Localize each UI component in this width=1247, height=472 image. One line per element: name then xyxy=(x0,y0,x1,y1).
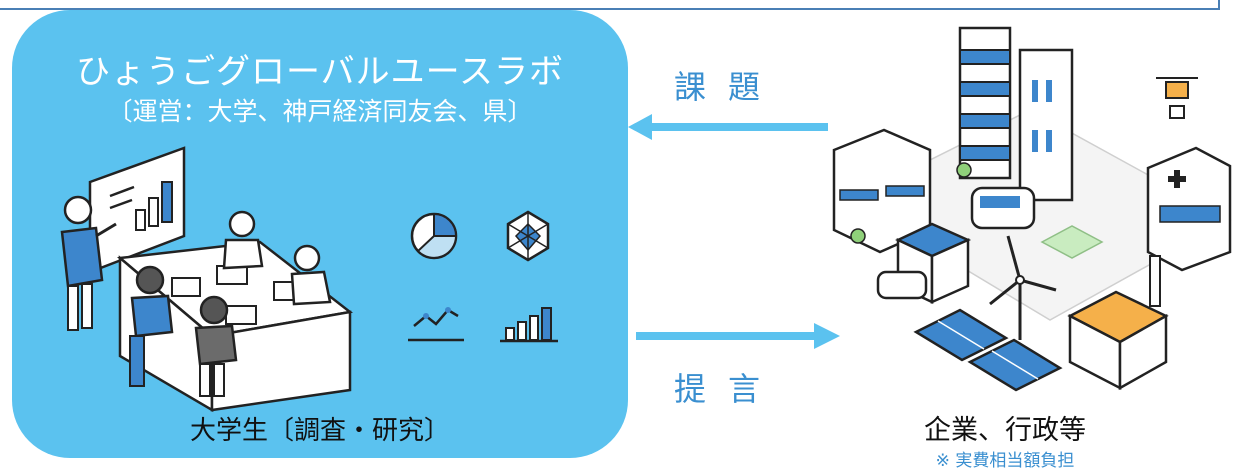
student-figure-icon xyxy=(129,265,174,387)
line-chart-icon xyxy=(408,307,464,342)
wind-turbine-icon xyxy=(989,235,1057,340)
presenter-figure-icon xyxy=(60,195,117,331)
drone-icon xyxy=(1156,77,1198,119)
office-tower-icon xyxy=(958,26,1012,180)
proposal-arrow-right xyxy=(636,323,840,349)
city-organizations-illustration xyxy=(832,26,1232,392)
factory-icon xyxy=(1067,255,1169,391)
issues-arrow-left xyxy=(628,114,828,140)
hospital-icon xyxy=(1146,146,1232,272)
office-building-icon xyxy=(832,128,932,254)
pie-chart-icon xyxy=(410,212,458,260)
student-figure-icon xyxy=(290,244,332,306)
proposal-label: 提言 xyxy=(674,370,783,408)
park-icon xyxy=(1040,225,1104,259)
tree-icon xyxy=(850,228,866,244)
bar-chart-icon xyxy=(500,307,558,343)
office-tower-icon xyxy=(1018,48,1074,202)
laptop-icon xyxy=(225,305,257,325)
student-figure-icon xyxy=(222,210,264,270)
issues-label: 課題 xyxy=(674,68,783,106)
lab-caption: 大学生〔調査・研究〕 xyxy=(189,416,450,446)
meeting-table-icon xyxy=(116,240,353,413)
student-figure-icon xyxy=(194,295,238,397)
laptop-icon xyxy=(171,277,201,297)
organizations-caption: 企業、行政等 xyxy=(924,415,1086,446)
youth-lab-panel: ひょうごグローバルユースラボ 〔運営：大学、神戸経済同友会、県〕 xyxy=(12,10,628,458)
bus-icon xyxy=(970,186,1036,230)
tree-icon xyxy=(956,162,972,178)
students-research-illustration xyxy=(60,146,558,413)
lab-operators: 〔運営：大学、神戸経済同友会、県〕 xyxy=(107,97,533,126)
radar-chart-icon xyxy=(506,210,550,262)
solar-panel-icon xyxy=(913,308,1063,392)
cost-note: ※ 実費相当額負担 xyxy=(935,451,1075,471)
header-rule xyxy=(0,0,1220,10)
car-icon xyxy=(876,270,928,300)
lab-title: ひょうごグローバルユースラボ xyxy=(76,52,564,92)
